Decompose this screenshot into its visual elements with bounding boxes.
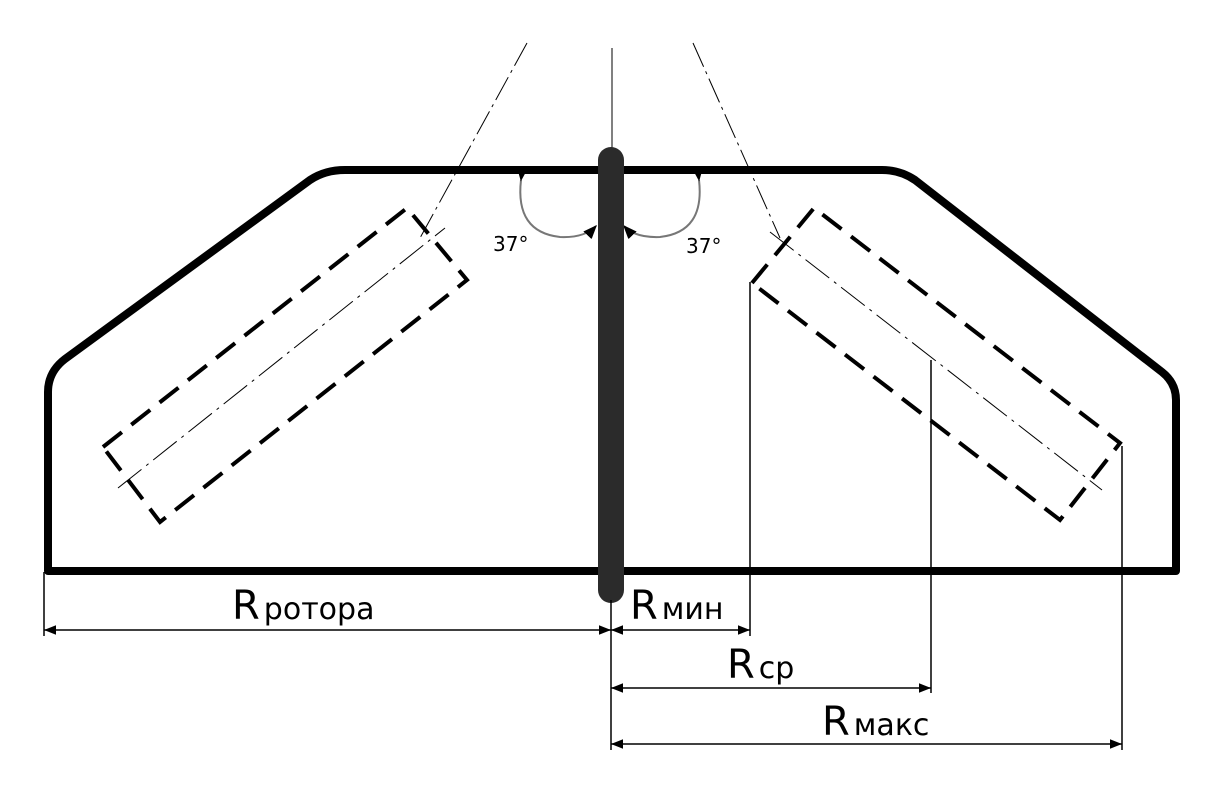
r-max-subscript: макс: [853, 708, 930, 743]
r-max-symbol: R: [822, 699, 850, 745]
right-angle-label: 37°: [686, 234, 722, 258]
right-slot: [749, 205, 1123, 523]
construction-line-left: [518, 43, 527, 183]
dimension-lines: [44, 625, 1122, 749]
left-angle-label: 37°: [493, 232, 529, 256]
construction-line-down-right: [692, 42, 781, 239]
left-slot-outline: [100, 205, 470, 525]
angle-arcs: [516, 166, 704, 240]
left-slot-axis: [117, 227, 446, 489]
extension-lines: [43, 282, 1123, 750]
construction-lines: [419, 42, 781, 239]
construction-line-down-left: [419, 42, 528, 239]
left-angle-arc: [516, 166, 597, 240]
r-rotor-subscript: ротора: [263, 592, 375, 627]
r-avg-subscript: ср: [758, 651, 795, 686]
r-min-symbol: R: [630, 583, 658, 629]
r-rotor-symbol: R: [232, 583, 260, 629]
rotor-outline: [44, 166, 1180, 575]
r-min-subscript: мин: [661, 592, 724, 627]
left-slot: [100, 205, 470, 525]
right-angle-arc: [623, 166, 704, 240]
right-slot-outline: [749, 205, 1123, 523]
r-avg-symbol: R: [727, 642, 755, 688]
right-slot-axis: [769, 231, 1103, 491]
shaft: [598, 147, 624, 603]
